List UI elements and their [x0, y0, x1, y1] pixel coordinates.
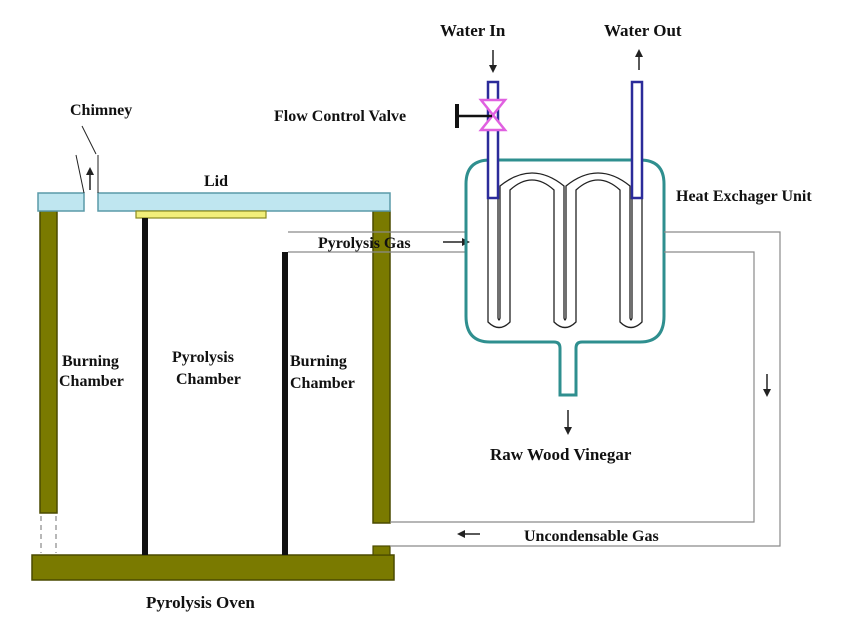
return-down-arrowhead: [763, 389, 771, 397]
condenser-coil-inner: [497, 165, 633, 321]
heat-exchanger-body: [464, 158, 666, 397]
chimney-arrowhead: [86, 167, 94, 175]
flow-control-valve: [478, 98, 508, 132]
chimney-pointer: [81, 125, 97, 155]
lid-label: Lid: [204, 173, 228, 190]
water-in-arrowhead: [489, 65, 497, 73]
oven-base: [31, 554, 395, 581]
burning-chamber-right-label-2: Chamber: [290, 375, 355, 392]
pyrolysis-chamber-label-2: Chamber: [176, 371, 241, 388]
burning-chamber-right-label-1: Burning: [290, 353, 347, 370]
water-out-arrowhead: [635, 49, 643, 57]
gas-return-outer: [390, 231, 781, 547]
return-left-arrowhead: [457, 530, 465, 538]
burning-chamber-left-label-2: Chamber: [59, 373, 124, 390]
chimney-label: Chimney: [70, 102, 132, 119]
lid-right: [97, 192, 391, 212]
pyrolysis-oven-label: Pyrolysis Oven: [146, 593, 255, 612]
gas-return-inner: [390, 251, 755, 523]
lid-gasket: [135, 210, 267, 219]
chimney-line-left: [75, 154, 85, 194]
vinegar-arrowhead: [564, 427, 572, 435]
lid-left: [37, 192, 85, 212]
water-in-pipe: [486, 80, 500, 200]
left-outer-wall: [39, 210, 58, 514]
pyrolysis-gas-label: Pyrolysis Gas: [318, 235, 411, 252]
flow-control-valve-label: Flow Control Valve: [274, 108, 406, 125]
raw-wood-vinegar-label: Raw Wood Vinegar: [490, 445, 632, 464]
water-out-label: Water Out: [604, 21, 682, 40]
water-in-label: Water In: [440, 21, 506, 40]
heat-exchanger-label: Heat Exchager Unit: [676, 188, 812, 205]
pyrolysis-chamber-left-wall: [142, 218, 148, 555]
uncondensable-gas-label: Uncondensable Gas: [524, 528, 659, 545]
condenser-coil-outer: [487, 165, 643, 329]
water-out-pipe: [630, 80, 644, 200]
burning-chamber-left-label-1: Burning: [62, 353, 119, 370]
pyrolysis-chamber-label-1: Pyrolysis: [172, 349, 234, 366]
pyrolysis-chamber-right-wall: [282, 252, 288, 555]
right-outer-wall: [372, 210, 391, 524]
right-wall-stub: [372, 545, 391, 556]
